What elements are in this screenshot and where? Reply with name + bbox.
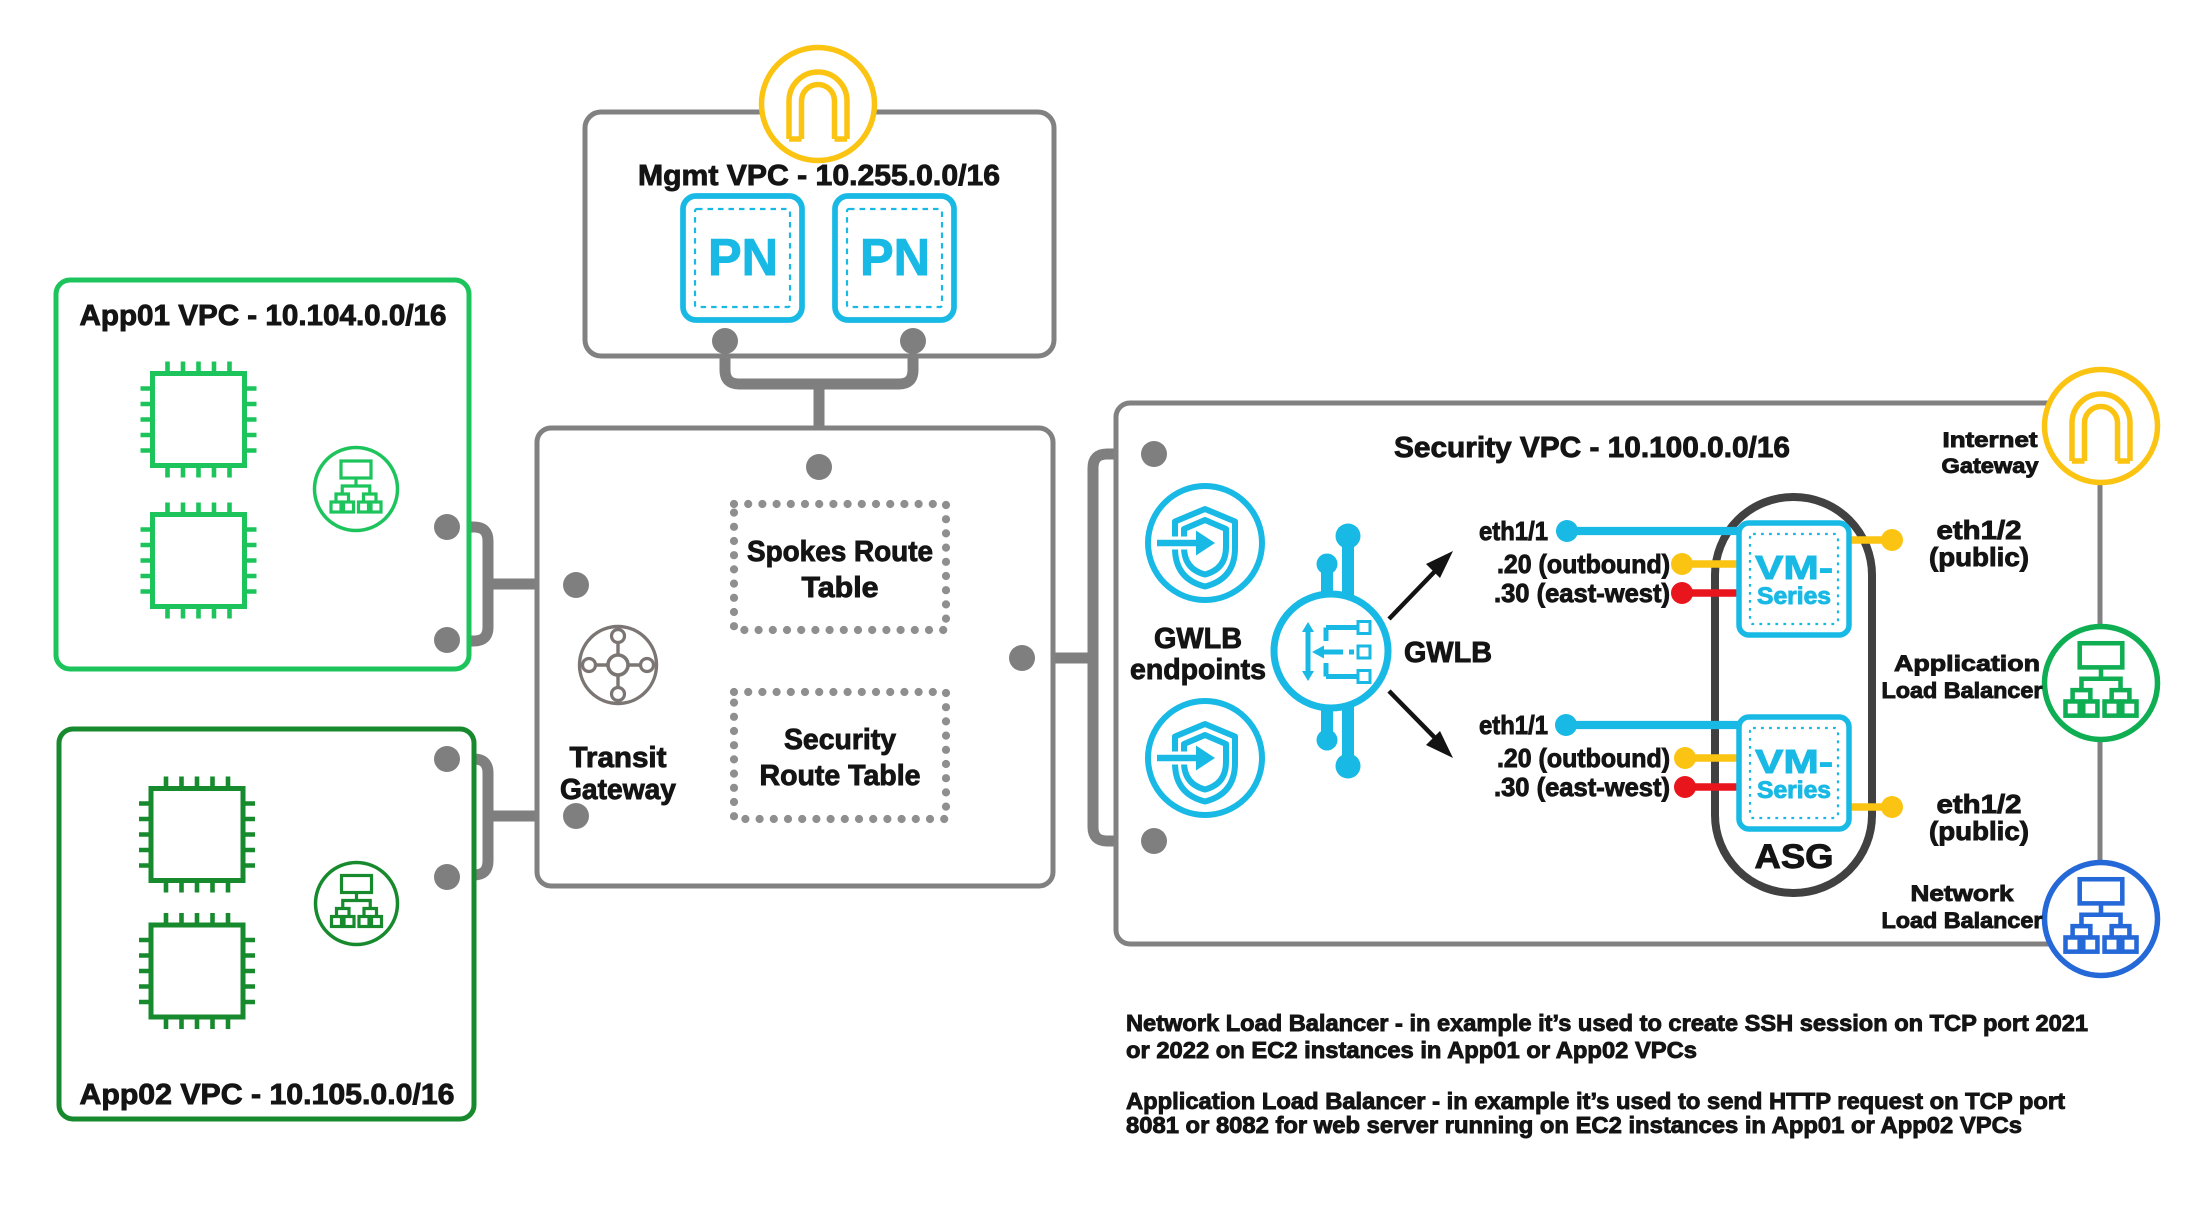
svg-text:Load Balancer: Load Balancer xyxy=(1882,908,2043,933)
svg-text:Security: Security xyxy=(784,724,896,756)
svg-text:Load Balancer: Load Balancer xyxy=(1882,678,2043,703)
svg-text:(public): (public) xyxy=(1929,542,2029,572)
svg-text:Gateway: Gateway xyxy=(1942,455,2039,478)
svg-text:Network Load Balancer - in exa: Network Load Balancer - in example it’s … xyxy=(1126,1010,2088,1036)
svg-text:Internet: Internet xyxy=(1943,429,2038,452)
svg-text:Application: Application xyxy=(1894,651,2040,676)
svg-text:eth1/2: eth1/2 xyxy=(1937,515,2022,545)
svg-text:eth1/1: eth1/1 xyxy=(1479,516,1548,546)
svg-text:eth1/2: eth1/2 xyxy=(1937,789,2022,819)
svg-text:GWLB: GWLB xyxy=(1154,623,1242,655)
svg-text:Route Table: Route Table xyxy=(760,760,921,792)
svg-text:Security VPC - 10.100.0.0/16: Security VPC - 10.100.0.0/16 xyxy=(1394,432,1790,464)
svg-text:Spokes Route: Spokes Route xyxy=(747,536,933,568)
svg-text:Gateway: Gateway xyxy=(560,774,676,806)
svg-text:or 2022 on EC2 instances in Ap: or 2022 on EC2 instances in App01 or App… xyxy=(1126,1037,1697,1063)
svg-text:ASG: ASG xyxy=(1755,838,1834,876)
svg-text:App02 VPC - 10.105.0.0/16: App02 VPC - 10.105.0.0/16 xyxy=(80,1079,455,1111)
svg-text:Network: Network xyxy=(1911,881,2015,906)
svg-text:Table: Table xyxy=(802,572,879,604)
svg-text:Application Load Balancer - in: Application Load Balancer - in example i… xyxy=(1126,1088,2065,1114)
svg-text:.30 (east-west): .30 (east-west) xyxy=(1494,578,1670,608)
svg-text:Mgmt VPC - 10.255.0.0/16: Mgmt VPC - 10.255.0.0/16 xyxy=(638,160,1000,192)
svg-text:Transit: Transit xyxy=(570,742,667,774)
svg-text:(public): (public) xyxy=(1929,816,2029,846)
svg-text:.20 (outbound): .20 (outbound) xyxy=(1497,743,1670,773)
svg-text:App01 VPC - 10.104.0.0/16: App01 VPC - 10.104.0.0/16 xyxy=(80,300,447,332)
svg-text:eth1/1: eth1/1 xyxy=(1479,710,1548,740)
svg-text:GWLB: GWLB xyxy=(1404,637,1492,669)
svg-text:endpoints: endpoints xyxy=(1130,654,1266,686)
svg-text:8081 or 8082 for web server ru: 8081 or 8082 for web server running on E… xyxy=(1126,1112,2022,1138)
svg-text:.30 (east-west): .30 (east-west) xyxy=(1494,772,1670,802)
svg-text:.20 (outbound): .20 (outbound) xyxy=(1497,549,1670,579)
